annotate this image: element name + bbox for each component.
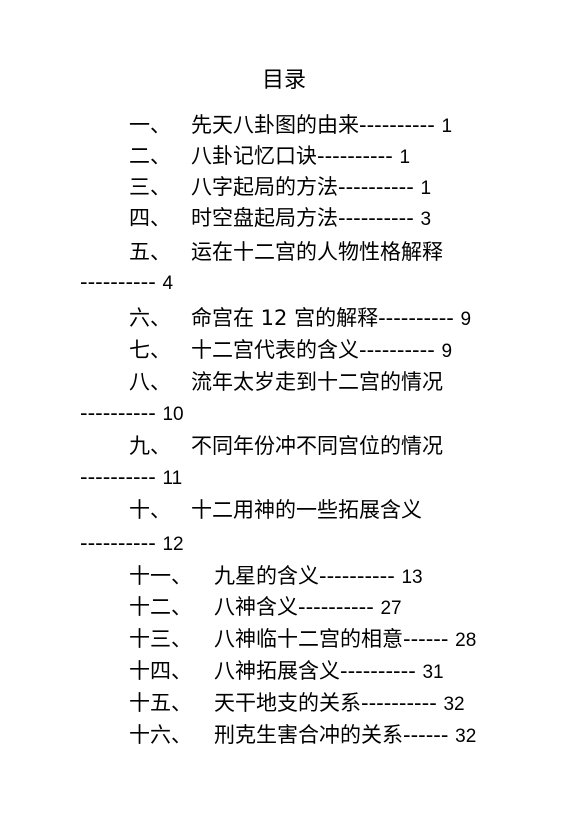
toc-entry[interactable]: 十六、刑克生害合冲的关系------ 32: [129, 723, 477, 747]
entry-page: 31: [422, 662, 444, 683]
entry-page: 3: [420, 209, 432, 230]
toc-entry[interactable]: 九、不同年份冲不同宫位的情况: [129, 436, 443, 457]
entry-number: 三、: [129, 175, 171, 199]
entry-page: 9: [441, 341, 453, 362]
entry-number: 五、: [129, 240, 171, 264]
entry-page: 1: [420, 178, 432, 199]
toc-entry[interactable]: 十四、八神拓展含义---------- 31: [129, 659, 444, 683]
entry-page: 28: [455, 630, 477, 651]
entry-title: 运在十二宫的人物性格解释: [191, 240, 443, 264]
entry-leader: ------: [403, 723, 449, 747]
entry-title: 流年太岁走到十二宫的情况: [191, 370, 443, 394]
entry-number: 十三、: [129, 627, 192, 651]
toc-entry[interactable]: 十五、天干地支的关系---------- 32: [129, 691, 465, 715]
entry-title: 不同年份冲不同宫位的情况: [191, 434, 443, 458]
entry-leader: ----------: [80, 270, 156, 294]
entry-leader: ----------: [378, 306, 454, 330]
entry-leader: ----------: [317, 144, 393, 168]
entry-page: 12: [162, 534, 184, 555]
entry-number: 六、: [129, 306, 171, 330]
toc-entry-continuation[interactable]: ---------- 10: [80, 401, 184, 425]
entry-page: 32: [443, 694, 465, 715]
entry-number: 二、: [129, 144, 171, 168]
entry-page: 4: [162, 273, 174, 294]
toc-title: 目录: [261, 68, 306, 93]
entry-leader: ----------: [80, 465, 156, 489]
toc-entry-continuation[interactable]: ---------- 12: [80, 531, 184, 555]
entry-page: 27: [380, 598, 402, 619]
entry-title: 九星的含义: [214, 564, 319, 588]
entry-number: 十六、: [129, 723, 192, 747]
entry-number: 十、: [129, 498, 171, 522]
toc-entry[interactable]: 五、运在十二宫的人物性格解释: [129, 242, 443, 263]
entry-leader: ----------: [298, 595, 374, 619]
toc-entry[interactable]: 七、十二宫代表的含义---------- 9: [129, 338, 453, 362]
entry-title: 十二宫代表的含义: [191, 338, 359, 362]
entry-title: 八神拓展含义: [214, 659, 340, 683]
entry-title: 八神含义: [214, 595, 298, 619]
entry-leader: ----------: [340, 659, 416, 683]
toc-entry[interactable]: 四、时空盘起局方法---------- 3: [129, 206, 432, 230]
entry-title: 十二用神的一些拓展含义: [191, 498, 422, 522]
toc-entry[interactable]: 十、十二用神的一些拓展含义: [129, 500, 422, 521]
toc-entry-continuation[interactable]: ---------- 4: [80, 270, 174, 294]
entry-number: 九、: [129, 434, 171, 458]
entry-title: 刑克生害合冲的关系: [214, 723, 403, 747]
toc-entry[interactable]: 十三、八神临十二宫的相意------ 28: [129, 627, 477, 651]
entry-number: 一、: [129, 113, 171, 137]
entry-title: 先天八卦图的由来: [191, 113, 359, 137]
entry-title: 命宫在 12 宫的解释: [191, 306, 379, 330]
entry-leader: ----------: [80, 531, 156, 555]
toc-entry[interactable]: 八、流年太岁走到十二宫的情况: [129, 372, 443, 393]
entry-title: 八字起局的方法: [191, 175, 338, 199]
entry-number: 七、: [129, 338, 171, 362]
entry-page: 13: [401, 567, 423, 588]
toc-entry[interactable]: 三、八字起局的方法---------- 1: [129, 175, 432, 199]
entry-number: 八、: [129, 370, 171, 394]
entry-page: 11: [162, 468, 183, 489]
entry-leader: ----------: [319, 564, 395, 588]
toc-entry[interactable]: 十二、八神含义---------- 27: [129, 595, 402, 619]
entry-leader: ------: [403, 627, 449, 651]
entry-title: 天干地支的关系: [214, 691, 361, 715]
entry-leader: ----------: [80, 401, 156, 425]
entry-number: 十一、: [129, 564, 192, 588]
entry-leader: ----------: [338, 206, 414, 230]
entry-number: 十四、: [129, 659, 192, 683]
entry-page: 10: [162, 404, 184, 425]
entry-title: 八卦记忆口诀: [191, 144, 317, 168]
entry-page: 32: [455, 726, 477, 747]
entry-number: 十二、: [129, 595, 192, 619]
entry-title: 八神临十二宫的相意: [214, 627, 403, 651]
entry-leader: ----------: [359, 338, 435, 362]
entry-leader: ----------: [338, 175, 414, 199]
entry-number: 十五、: [129, 691, 192, 715]
entry-number: 四、: [129, 206, 171, 230]
toc-entry[interactable]: 二、八卦记忆口诀---------- 1: [129, 144, 411, 168]
entry-page: 1: [399, 147, 411, 168]
entry-leader: ----------: [359, 113, 435, 137]
entry-page: 1: [441, 116, 453, 137]
toc-entry[interactable]: 一、先天八卦图的由来---------- 1: [129, 113, 453, 137]
toc-entry[interactable]: 十一、九星的含义---------- 13: [129, 564, 423, 588]
toc-entry-continuation[interactable]: ---------- 11: [80, 465, 183, 489]
entry-title: 时空盘起局方法: [191, 206, 338, 230]
entry-leader: ----------: [361, 691, 437, 715]
entry-page: 9: [460, 309, 472, 330]
toc-entry[interactable]: 六、命宫在 12 宫的解释---------- 9: [129, 306, 472, 330]
